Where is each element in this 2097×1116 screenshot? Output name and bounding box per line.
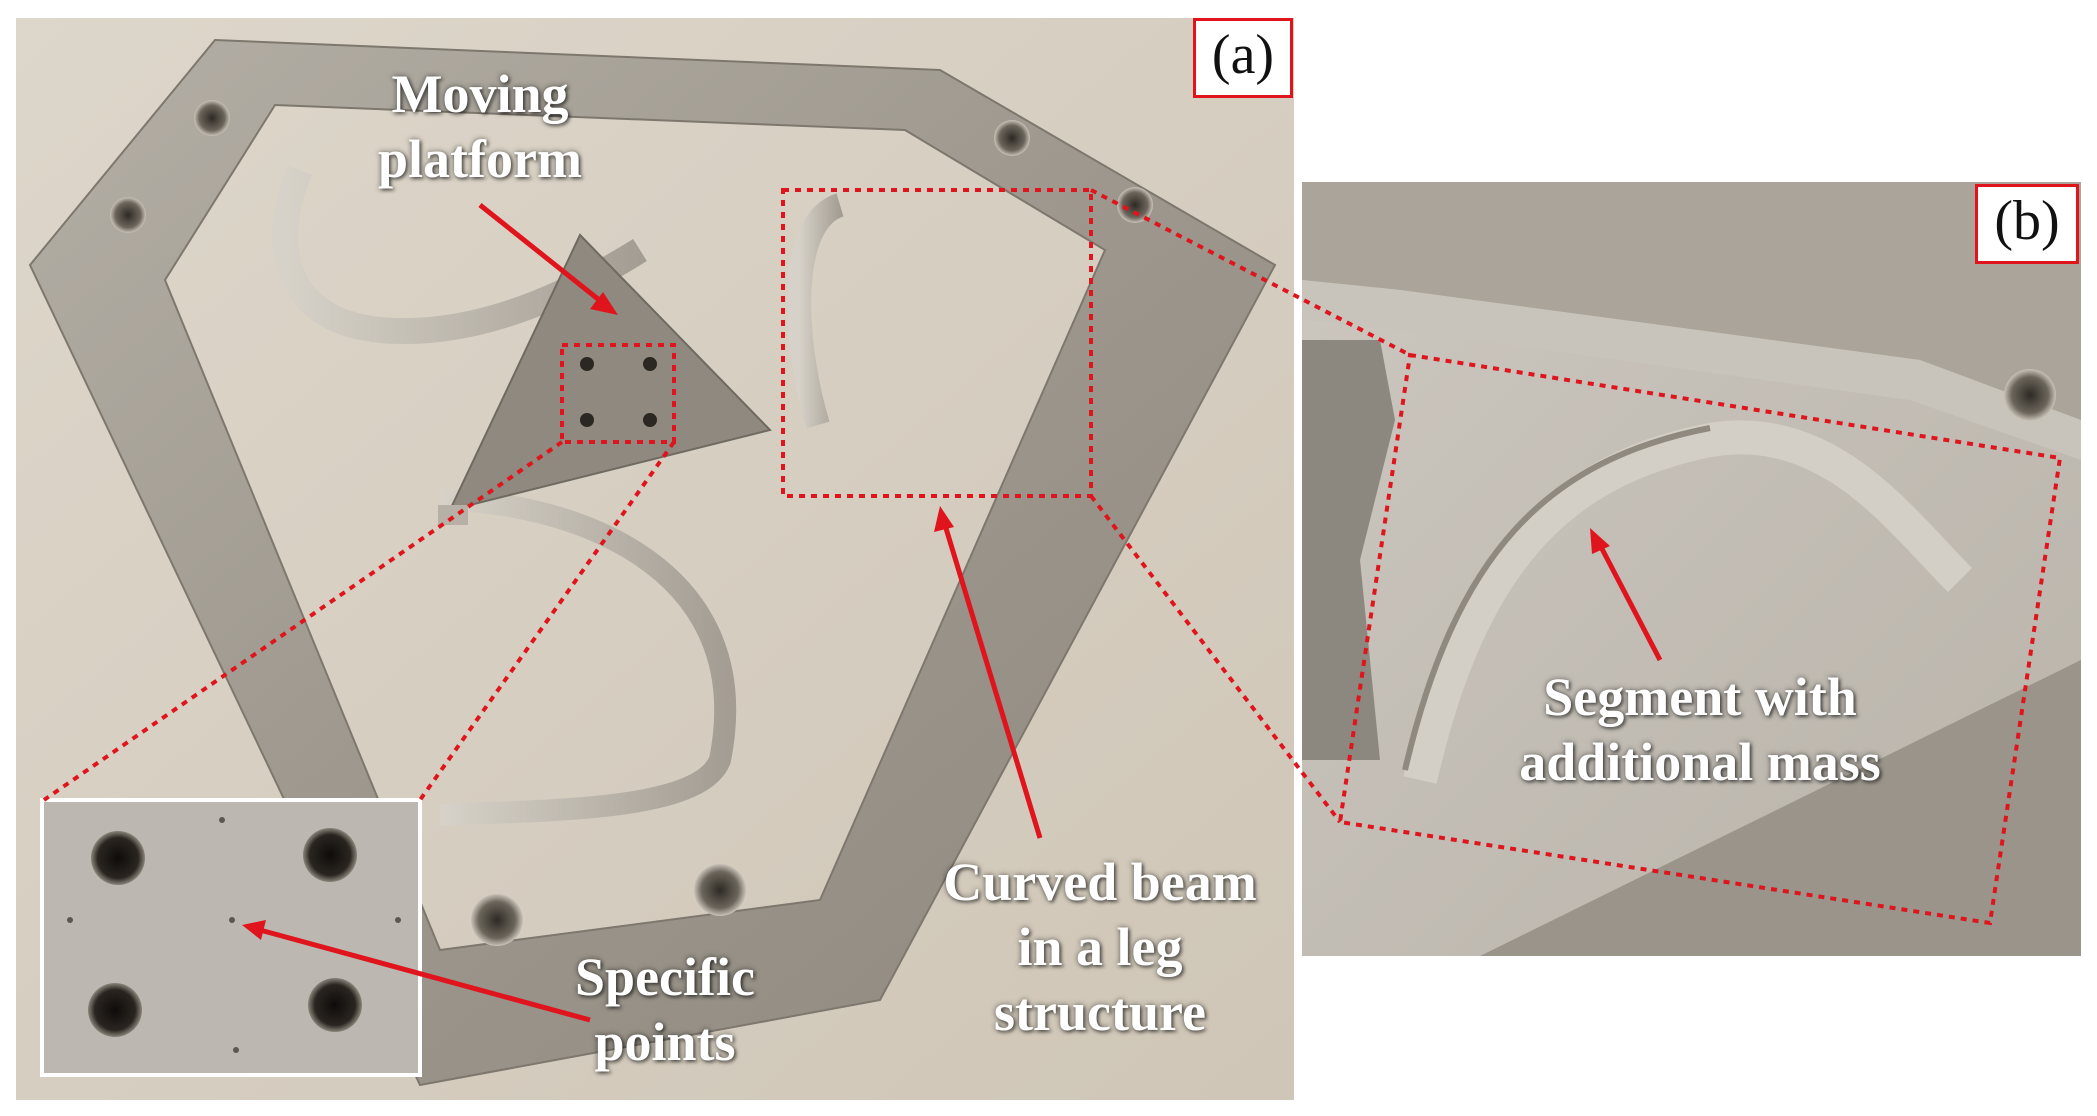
specific-point [219, 817, 225, 823]
inset-hole [303, 828, 357, 882]
frame-hole [1117, 187, 1153, 223]
specific-point [395, 917, 401, 923]
specific-point [233, 1047, 239, 1053]
curved-beam-lower [439, 489, 737, 826]
inset-hole [91, 831, 145, 885]
platform-hole [580, 413, 594, 427]
specific-point [67, 917, 73, 923]
connector-line [1089, 494, 1342, 824]
arrow-moving-platform [478, 203, 605, 305]
label-specific-points: Specific points [575, 947, 755, 1072]
frame-hole [2004, 369, 2056, 421]
platform-hole [580, 357, 594, 371]
frame-hole [471, 894, 523, 946]
moving-platform [448, 233, 772, 512]
frame-hole [994, 120, 1030, 156]
arrow-specific-points [259, 927, 591, 1023]
panel-b-frame-top [1302, 182, 2081, 420]
frame-hole [194, 100, 230, 136]
arrowhead [1590, 528, 1610, 554]
annotation-overlays [42, 188, 2063, 926]
beam-zoom-box [781, 188, 1093, 498]
frame-hole [110, 197, 146, 233]
arrowhead [934, 506, 954, 532]
curved-beam-right [787, 193, 845, 429]
panel-b-frame-bottom [1480, 660, 2081, 956]
inset-hole [88, 983, 142, 1037]
segment-zoom-box [1337, 352, 2063, 926]
annotation-arrows [242, 203, 1663, 1023]
platform-zoom-box [560, 343, 676, 444]
panel-b-photo [1302, 182, 2081, 956]
inset-hole [308, 978, 362, 1032]
segment-with-mass-beam [1403, 420, 1973, 784]
arrow-curved-beam [942, 524, 1043, 839]
platform-hole [643, 413, 657, 427]
connector-line [418, 440, 676, 802]
arrowhead [590, 292, 618, 315]
arrow-segment-mass [1597, 543, 1663, 662]
panel-b-platform-edge [1302, 340, 1395, 760]
label-curved-beam: Curved beam in a leg structure [943, 852, 1257, 1042]
panel-b-tag: (b) [1975, 184, 2079, 264]
platform-detail-inset [40, 798, 422, 1077]
platform-hole [643, 357, 657, 371]
arrowhead [242, 920, 266, 940]
label-segment-mass: Segment with additional mass [1519, 667, 1881, 792]
specific-point [229, 917, 235, 923]
connector-line [42, 440, 564, 802]
frame-hole [694, 864, 746, 916]
panel-a-tag: (a) [1193, 18, 1293, 98]
label-moving-platform: Moving platform [378, 64, 582, 189]
